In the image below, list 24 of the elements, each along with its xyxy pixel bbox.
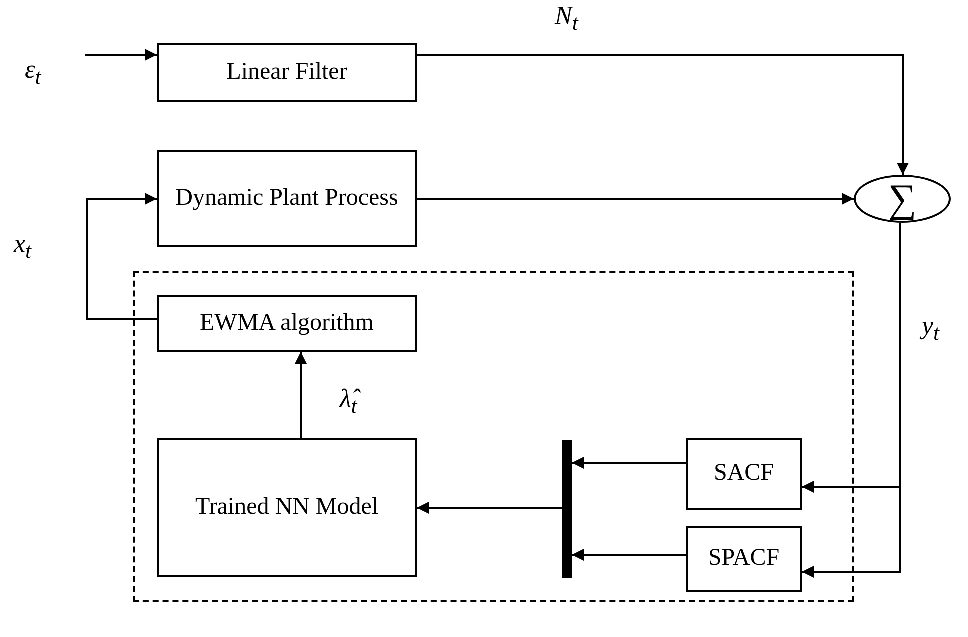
block-label: SPACF: [708, 545, 780, 573]
arrow: [85, 49, 157, 61]
block-label: SACF: [714, 460, 774, 488]
arrow: [295, 352, 307, 438]
process-box: [157, 150, 417, 247]
signal-label: ε$_{t}$: [25, 54, 42, 90]
block-label: Dynamic Plant Process: [176, 184, 398, 212]
arrow: [572, 549, 686, 561]
arrow: [86, 193, 157, 320]
process-box: [157, 438, 417, 577]
process-box: [686, 526, 802, 592]
arrow: [572, 457, 686, 469]
block-label: Linear Filter: [226, 58, 348, 86]
arrow: [417, 54, 909, 175]
block-label: Trained NN Model: [195, 494, 379, 522]
process-box: [157, 43, 417, 102]
process-box: [686, 438, 802, 510]
block-label: EWMA algorithm: [200, 310, 374, 338]
process-box: [157, 295, 417, 352]
arrow: [417, 502, 562, 514]
sum-symbol: ∑: [888, 176, 917, 222]
multiplexer-bar: [562, 440, 572, 578]
arrow: [417, 193, 854, 205]
dashed-boundary: [133, 271, 854, 602]
